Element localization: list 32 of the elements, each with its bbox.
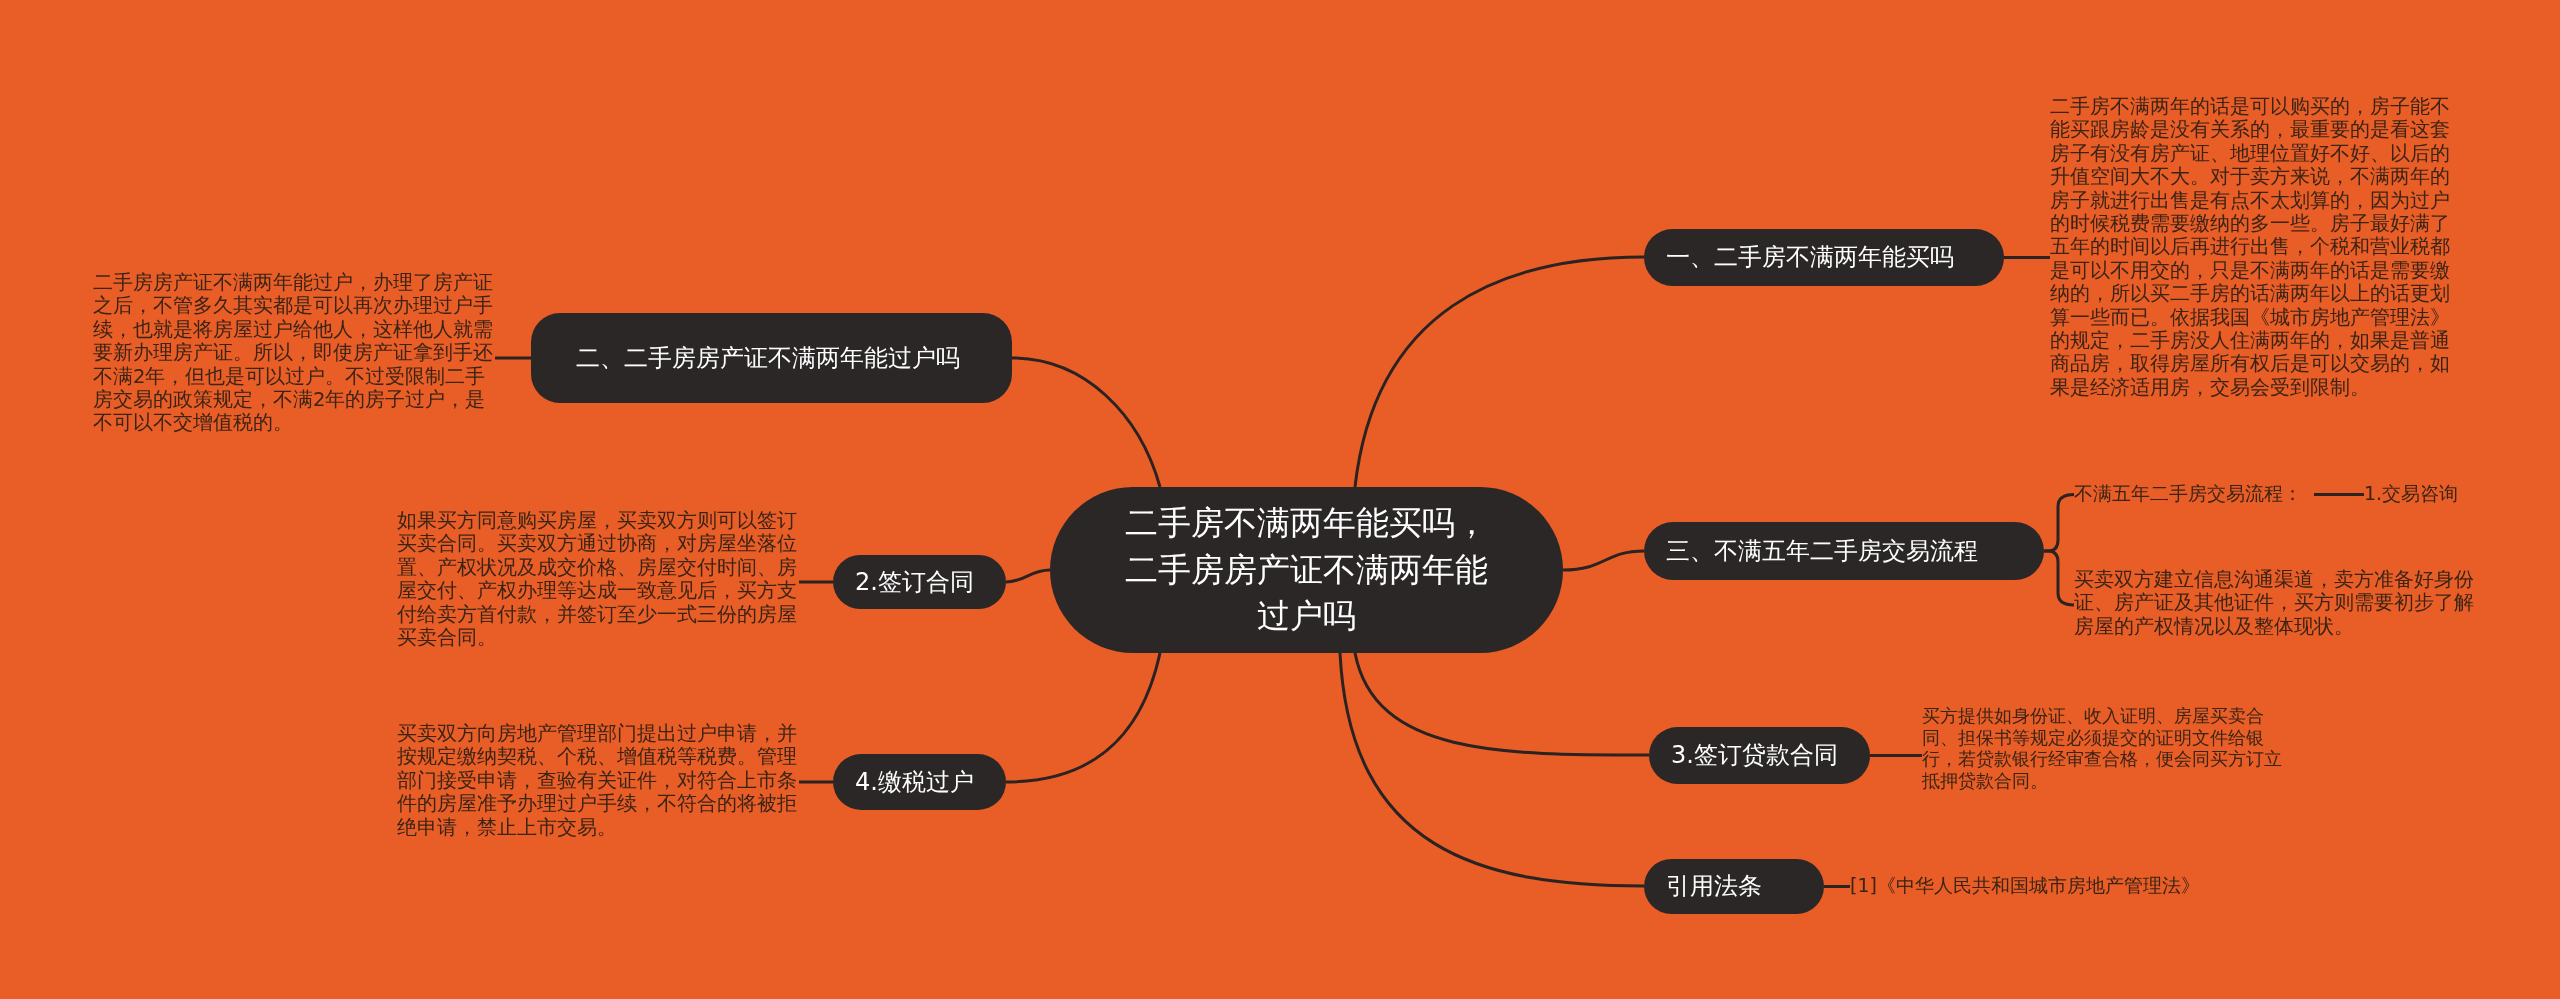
connector-line <box>1338 652 1645 888</box>
detail-text: [1]《中华人民共和国城市房地产管理法》 <box>1850 874 2250 899</box>
detail-text: 买卖双方建立信息沟通渠道，卖方准备好身份证、房产证及其他证件，买方则需要初步了解房屋的产权情况以及整体现状。 <box>2074 568 2476 639</box>
connector-line <box>1353 652 1649 757</box>
central-topic-pill: 二手房不满两年能买吗，二手房房产证不满两年能过户吗 <box>1050 487 1563 653</box>
topic-pill: 引用法条 <box>1644 859 1824 914</box>
connector-line <box>2314 493 2364 496</box>
detail-text: 1.交易咨询 <box>2364 482 2474 507</box>
detail-text: 二手房不满两年的话是可以购买的，房子能不能买跟房龄是没有关系的，最重要的是看这套房子有没有房产证、地理位置好不好、以后的升值空间大不大。对于卖方来说，不满两年的房子就进行出售是有点不太划算的，因为过户的时候税费需要缴纳的多一些。房子最好满了五年的时间以后再进行出售，个税和营业税都是可以不用交的，只是不满两年的话是需要缴纳的，所以买二手房的话满两年以上的话更划算一些而已。依据我国《城市房地产管理法》的规定，二手房没人住满两年的，如果是普通商品房，取得房屋所有权后是可以交易的，如果是经济适用房，交易会受到限制。 <box>2050 95 2452 400</box>
connector-line <box>1005 652 1162 784</box>
connector-line <box>2044 549 2075 607</box>
connector-line <box>2004 256 2050 259</box>
detail-text: 如果买方同意购买房屋，买卖双方则可以签订买卖合同。买卖双方通过协商，对房屋坐落位置、产权状况及成交价格、房屋交付时间、房屋交付、产权办理等达成一致意见后，买方支付给卖方首付款，并签订至少一式三份的房屋买卖合同。 <box>397 509 799 650</box>
topic-pill: 二、二手房房产证不满两年能过户吗 <box>531 313 1012 403</box>
connector-line <box>1011 356 1162 488</box>
topic-pill: 3.签订贷款合同 <box>1649 727 1870 784</box>
connector-line <box>1824 885 1850 888</box>
topic-pill: 2.签订合同 <box>833 555 1006 609</box>
topic-pill: 一、二手房不满两年能买吗 <box>1644 229 2004 286</box>
connector-line <box>1005 568 1051 584</box>
detail-text: 买方提供如身份证、收入证明、房屋买卖合同、担保书等规定必须提交的证明文件给银行，若贷款银行经审查合格，便会同买方订立抵押贷款合同。 <box>1922 705 2284 792</box>
connector-line <box>1870 754 1922 757</box>
detail-text: 买卖双方向房地产管理部门提出过户申请，并按规定缴纳契税、个税、增值税等税费。管理部门接受申请，查验有关证件，对符合上市条件的房屋准予办理过户手续，不符合的将被拒绝申请，禁止上市交易。 <box>397 722 799 839</box>
topic-pill: 三、不满五年二手房交易流程 <box>1644 522 2044 580</box>
topic-pill: 4.缴税过户 <box>833 754 1006 810</box>
detail-text: 二手房房产证不满两年能过户，办理了房产证之后，不管多久其实都是可以再次办理过户手续，也就是将房屋过户给他人，这样他人就需要新办理房产证。所以，即使房产证拿到手还不满2年，但也是可以过户。不过受限制二手房交易的政策规定，不满2年的房子过户，是不可以不交增值税的。 <box>93 271 495 435</box>
detail-text: 不满五年二手房交易流程： <box>2074 482 2314 507</box>
connector-line <box>495 356 531 360</box>
connector-line <box>1562 549 1645 572</box>
connector-line <box>1353 255 1645 488</box>
connector-line <box>799 580 833 584</box>
connector-line <box>799 780 833 784</box>
